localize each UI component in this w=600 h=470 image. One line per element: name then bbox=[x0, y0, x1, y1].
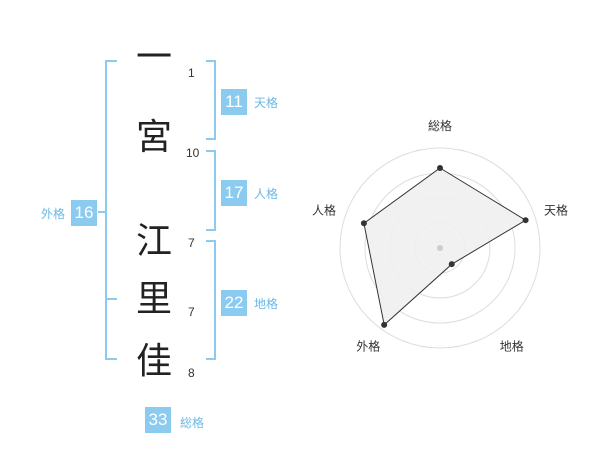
chikaku-badge: 22 bbox=[221, 290, 247, 316]
chikaku-bracket-vertical bbox=[214, 240, 216, 360]
name-char-1: 一 bbox=[135, 37, 172, 78]
chikaku-bracket-bottom bbox=[206, 358, 216, 360]
outer-bracket-top bbox=[105, 60, 117, 62]
radar-axis-label-3: 地格 bbox=[500, 339, 524, 354]
tenkaku-bracket-vertical bbox=[214, 60, 216, 140]
tenkaku-bracket-bottom bbox=[206, 138, 216, 140]
soukaku-badge: 33 bbox=[145, 407, 171, 433]
tenkaku-label: 天格 bbox=[254, 96, 279, 110]
jinkaku-label: 人格 bbox=[254, 187, 279, 201]
radar-center-dot bbox=[437, 245, 443, 251]
radar-point-4 bbox=[381, 321, 388, 328]
radar-point-5 bbox=[360, 220, 367, 227]
name-char-5: 佳 bbox=[135, 341, 172, 382]
jinkaku-bracket-vertical bbox=[214, 150, 216, 231]
radar-series-polygon bbox=[363, 167, 527, 326]
outer-bracket-vertical bbox=[105, 60, 107, 360]
radar-axis-label-2: 天格 bbox=[544, 202, 568, 217]
jinkaku-bracket-bottom bbox=[206, 229, 216, 231]
name-char-2: 宮 bbox=[135, 117, 172, 158]
gaikaku-badge: 16 bbox=[71, 200, 97, 226]
stroke-count-3: 7 bbox=[188, 236, 195, 250]
radar-point-1 bbox=[437, 165, 443, 171]
jinkaku-badge: 17 bbox=[221, 180, 247, 206]
outer-bracket-bottom bbox=[105, 358, 117, 360]
soukaku-label: 総格 bbox=[180, 416, 205, 430]
name-char-3: 江 bbox=[135, 221, 172, 262]
name-char-4: 里 bbox=[135, 279, 172, 320]
radar-axis-label-4: 外格 bbox=[356, 339, 380, 354]
outer-bracket-connector bbox=[98, 211, 106, 213]
outer-bracket-divider bbox=[105, 298, 117, 300]
gaikaku-label: 外格 bbox=[41, 207, 66, 221]
stroke-count-5: 8 bbox=[188, 366, 195, 380]
jinkaku-bracket-top bbox=[206, 150, 216, 152]
stroke-count-1: 1 bbox=[188, 66, 195, 80]
stroke-count-2: 10 bbox=[186, 146, 200, 160]
radar-axis-label-1: 総格 bbox=[428, 118, 452, 133]
radar-point-3 bbox=[448, 261, 455, 268]
radar-point-2 bbox=[522, 217, 529, 224]
chikaku-label: 地格 bbox=[254, 297, 279, 311]
tenkaku-bracket-top bbox=[206, 60, 216, 62]
chikaku-bracket-top bbox=[206, 240, 216, 242]
radar-axis-label-5: 人格 bbox=[312, 202, 336, 217]
stroke-count-4: 7 bbox=[188, 305, 195, 319]
tenkaku-badge: 11 bbox=[221, 89, 247, 115]
